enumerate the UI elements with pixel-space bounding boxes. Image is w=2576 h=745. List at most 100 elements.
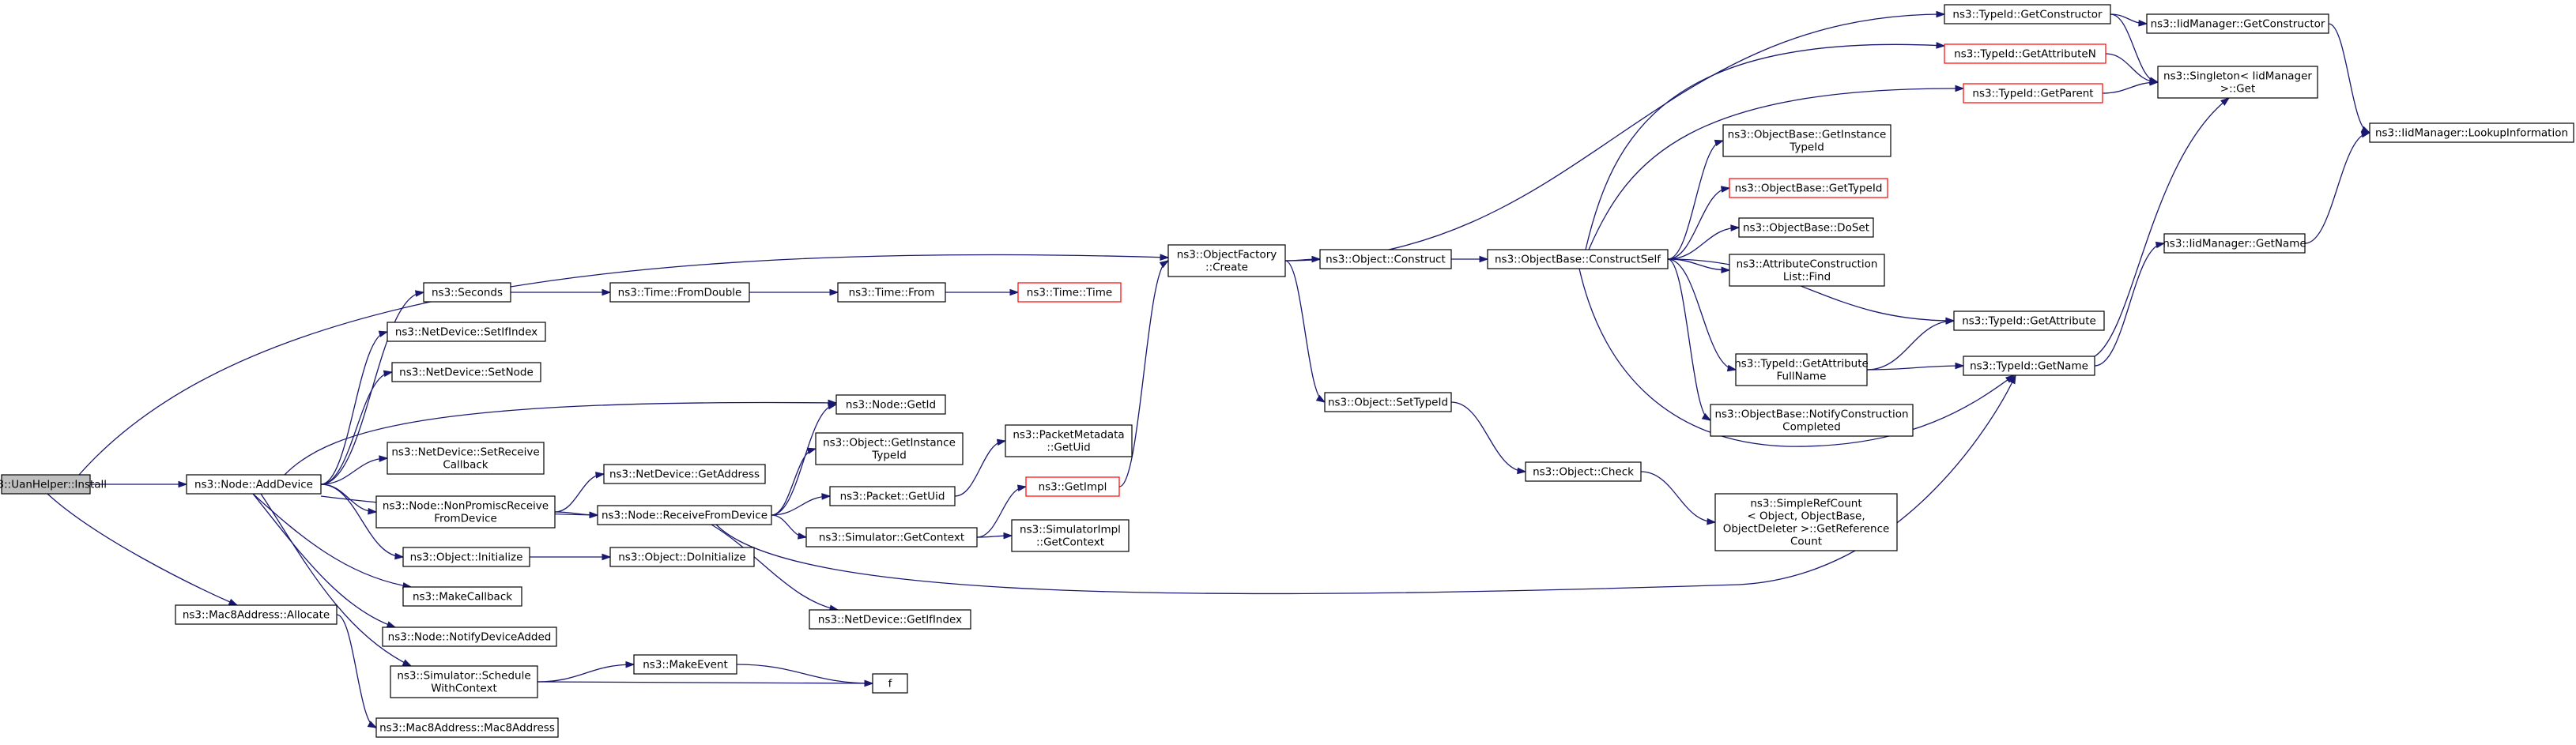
node-ob-gettypeid[interactable]: ns3::ObjectBase::GetTypeId <box>1729 178 1888 198</box>
node-make-event[interactable]: ns3::MakeEvent <box>633 654 737 675</box>
node-label-line: ns3::NetDevice::GetAddress <box>609 468 760 480</box>
edge-tid_getattrfullname-to-tid_getattribute <box>1866 318 1956 371</box>
node-box <box>1710 404 1914 437</box>
node-label-line: ns3::NetDevice::SetReceive <box>391 446 539 458</box>
node-singleton-get[interactable]: ns3::Singleton< IidManager>::Get <box>2157 66 2318 99</box>
node-label-line: ns3::ObjectBase::GetTypeId <box>1735 182 1883 194</box>
node-label-line: < Object, ObjectBase, <box>1747 510 1865 522</box>
node-box <box>175 604 338 625</box>
edge-arrowhead <box>602 553 612 561</box>
node-tid-getattributen[interactable]: ns3::TypeId::GetAttributeN <box>1944 43 2106 64</box>
node-box <box>1011 519 1130 552</box>
node-iid-getconstructor[interactable]: ns3::IidManager::GetConstructor <box>2146 13 2329 34</box>
node-tid-getparent[interactable]: ns3::TypeId::GetParent <box>1963 83 2103 103</box>
edge-ob_constructself-to-ob_gettypeid <box>1667 186 1731 260</box>
node-obj-doinit[interactable]: ns3::Object::DoInitialize <box>609 547 755 567</box>
node-set-ifindex[interactable]: ns3::NetDevice::SetIfIndex <box>387 322 546 342</box>
node-make-callback[interactable]: ns3::MakeCallback <box>402 586 522 607</box>
edge-line <box>1585 43 1945 250</box>
edge-line <box>320 331 388 485</box>
edge-line <box>1284 13 1945 262</box>
node-box <box>402 586 522 607</box>
edge-sched_ctx-to-make_event <box>537 660 636 683</box>
node-label-line: ns3::Object::Construct <box>1326 253 1446 265</box>
node-nd-getifindex[interactable]: ns3::NetDevice::GetIfIndex <box>809 609 971 630</box>
node-receive-from-dev[interactable]: ns3::Node::ReceiveFromDevice <box>597 505 772 525</box>
node-seconds[interactable]: ns3::Seconds <box>423 282 511 303</box>
node-pm-getuid[interactable]: ns3::PacketMetadata::GetUid <box>1005 424 1133 457</box>
node-objfactory-create[interactable]: ns3::ObjectFactory::Create <box>1167 244 1286 277</box>
edge-arrowhead <box>414 290 425 297</box>
node-box <box>1963 83 2103 103</box>
edge-line <box>1588 88 1964 250</box>
node-time-fromdouble[interactable]: ns3::Time::FromDouble <box>609 282 750 303</box>
node-iid-getname[interactable]: ns3::IidManager::GetName <box>2163 233 2306 254</box>
node-uan-install[interactable]: ns3::UanHelper::Install <box>0 474 107 495</box>
node-box <box>1 474 91 495</box>
node-box <box>387 322 546 342</box>
edge-arrowhead <box>2155 241 2166 249</box>
node-obj-initialize[interactable]: ns3::Object::Initialize <box>402 547 530 567</box>
node-box <box>1944 43 2106 64</box>
edge-obj_initialize-to-obj_doinit <box>530 553 612 561</box>
node-ob-constructself[interactable]: ns3::ObjectBase::ConstructSelf <box>1487 249 1669 269</box>
node-ob-doset[interactable]: ns3::ObjectBase::DoSet <box>1738 217 1874 238</box>
edge-line <box>537 681 873 684</box>
node-time-from[interactable]: ns3::Time::From <box>837 282 946 303</box>
node-label-line: TypeId <box>1789 141 1824 153</box>
node-simplerefcount[interactable]: ns3::SimpleRefCount< Object, ObjectBase,… <box>1714 493 1898 551</box>
node-label-line: ns3::PacketMetadata <box>1013 428 1124 441</box>
edge-arrowhead <box>821 493 832 500</box>
edge-ob_constructself-to-tid_getparent <box>1588 85 1965 250</box>
edge-line <box>284 401 837 476</box>
node-mac8-allocate[interactable]: ns3::Mac8Address::Allocate <box>175 604 338 625</box>
node-tid-getconstructor[interactable]: ns3::TypeId::GetConstructor <box>1944 4 2111 24</box>
node-getimpl[interactable]: ns3::GetImpl <box>1025 476 1120 497</box>
node-iid-lookupinfo[interactable]: ns3::IidManager::LookupInformation <box>2369 122 2574 143</box>
node-tid-getname[interactable]: ns3::TypeId::GetName <box>1963 356 2095 376</box>
node-obj-check[interactable]: ns3::Object::Check <box>1525 461 1642 482</box>
node-node-getid[interactable]: ns3::Node::GetId <box>835 394 946 415</box>
edge-sim_getcontext-to-getimpl <box>976 484 1028 538</box>
edge-receive_from_dev-to-packet_getuid <box>771 493 832 516</box>
node-sim-getcontext[interactable]: ns3::Simulator::GetContext <box>805 527 978 547</box>
edge-time_from-to-time_time <box>945 288 1020 296</box>
edge-ob_constructself-to-tid_getattributen <box>1585 42 1946 250</box>
node-label-line: ns3::TypeId::GetParent <box>1972 87 2093 100</box>
node-mac8-ctor[interactable]: ns3::Mac8Address::Mac8Address <box>375 717 559 738</box>
node-box <box>835 394 946 415</box>
node-box <box>387 442 545 475</box>
node-packet-getuid[interactable]: ns3::Packet::GetUid <box>829 486 956 506</box>
edge-line <box>1667 258 1711 421</box>
node-ob-notifycons[interactable]: ns3::ObjectBase::NotifyConstructionCompl… <box>1710 404 1914 437</box>
node-obj-settypeid[interactable]: ns3::Object::SetTypeId <box>1324 392 1452 412</box>
edge-objfactory_create-to-obj_construct <box>1284 255 1322 263</box>
edge-tid_getattrfullname-to-tid_getname <box>1866 362 1965 371</box>
node-add-device[interactable]: ns3::Node::AddDevice <box>186 474 322 495</box>
node-tid-getattribute[interactable]: ns3::TypeId::GetAttribute <box>1953 310 2105 331</box>
node-set-node[interactable]: ns3::NetDevice::SetNode <box>391 362 541 382</box>
node-label-line: FullName <box>1777 370 1827 382</box>
edge-line <box>2304 132 2370 244</box>
node-time-time[interactable]: ns3::Time::Time <box>1017 282 1122 303</box>
edge-ob_constructself-to-attr_cons_find <box>1667 258 1731 274</box>
node-box <box>1963 356 2095 376</box>
node-simimpl-getctx[interactable]: ns3::SimulatorImpl::GetContext <box>1011 519 1130 552</box>
node-box <box>2157 66 2318 99</box>
node-box <box>1729 178 1888 198</box>
node-label-line: WithContext <box>431 682 497 694</box>
node-nd-getaddress[interactable]: ns3::NetDevice::GetAddress <box>603 464 766 484</box>
edge-add_device-to-node_getid <box>284 399 838 476</box>
node-box <box>609 547 755 567</box>
node-box <box>423 282 511 303</box>
node-obj-construct[interactable]: ns3::Object::Construct <box>1319 249 1452 269</box>
node-f[interactable]: f <box>872 673 908 694</box>
node-notify-dev-added[interactable]: ns3::Node::NotifyDeviceAdded <box>382 626 557 647</box>
